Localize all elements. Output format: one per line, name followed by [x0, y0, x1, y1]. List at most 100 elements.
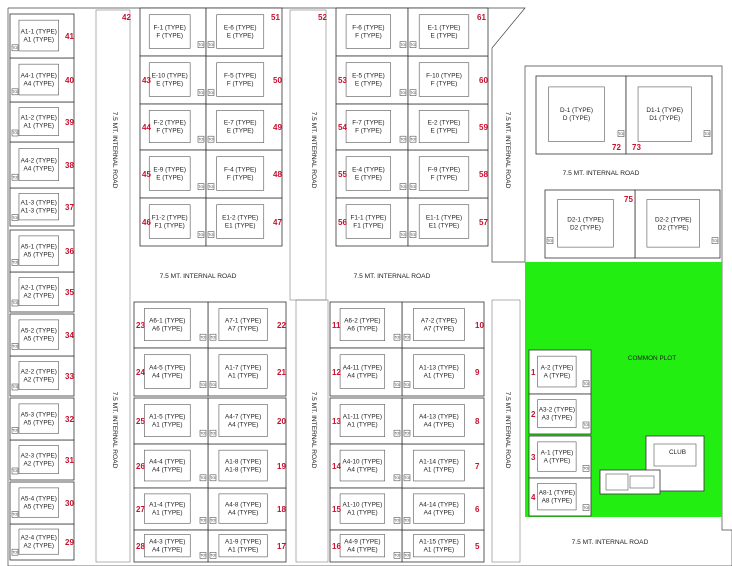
plot-subtype-label: A4 (TYPE): [24, 166, 55, 173]
plot-type-label: A1-14 (TYPE): [419, 459, 459, 466]
building-outline: [345, 204, 392, 239]
plot-type-label: A1-8 (TYPE): [225, 459, 261, 466]
plot-boundary: [335, 7, 409, 57]
plot-subtype-label: E1 (TYPE): [225, 223, 256, 230]
plot-type-label: A7-1 (TYPE): [225, 318, 261, 325]
toilet-label: TOI: [583, 382, 589, 386]
toilet-label: TOI: [12, 429, 18, 433]
plot-type-label: F-9 (TYPE): [428, 167, 460, 174]
plot-boundary: [205, 197, 283, 247]
toilet-label: TOI: [200, 335, 206, 339]
toilet-label: TOI: [208, 91, 214, 95]
building-outline: [339, 404, 386, 437]
toilet-label: TOI: [400, 91, 406, 95]
plot-number: 22: [277, 321, 286, 330]
plot-type-label: A4-5 (TYPE): [149, 365, 185, 372]
plot-type-label: A3-2 (TYPE): [539, 407, 575, 414]
road-label-h1: 7.5 MT. INTERNAL ROAD: [160, 273, 237, 280]
building-outline: [218, 354, 268, 389]
building-outline: [216, 62, 265, 97]
toilet-block: [703, 130, 711, 137]
plot-number: 36: [65, 247, 74, 256]
toilet-block: [393, 474, 401, 482]
plot-subtype-label: A4 (TYPE): [347, 467, 378, 474]
plot-type-label: A5-4 (TYPE): [21, 496, 57, 503]
toilet-block: [209, 333, 217, 341]
toilet-block: [403, 552, 411, 559]
toilet-block: [399, 135, 407, 143]
road-label-v5: 7.5 MT. INTERNAL ROAD: [310, 392, 317, 469]
plot-number: 73: [632, 143, 641, 152]
plot-type-label: A4-8 (TYPE): [225, 502, 261, 509]
toilet-block: [209, 552, 217, 559]
plot-subtype-label: F (TYPE): [227, 81, 254, 88]
plot-subtype-label: A5 (TYPE): [24, 336, 55, 343]
